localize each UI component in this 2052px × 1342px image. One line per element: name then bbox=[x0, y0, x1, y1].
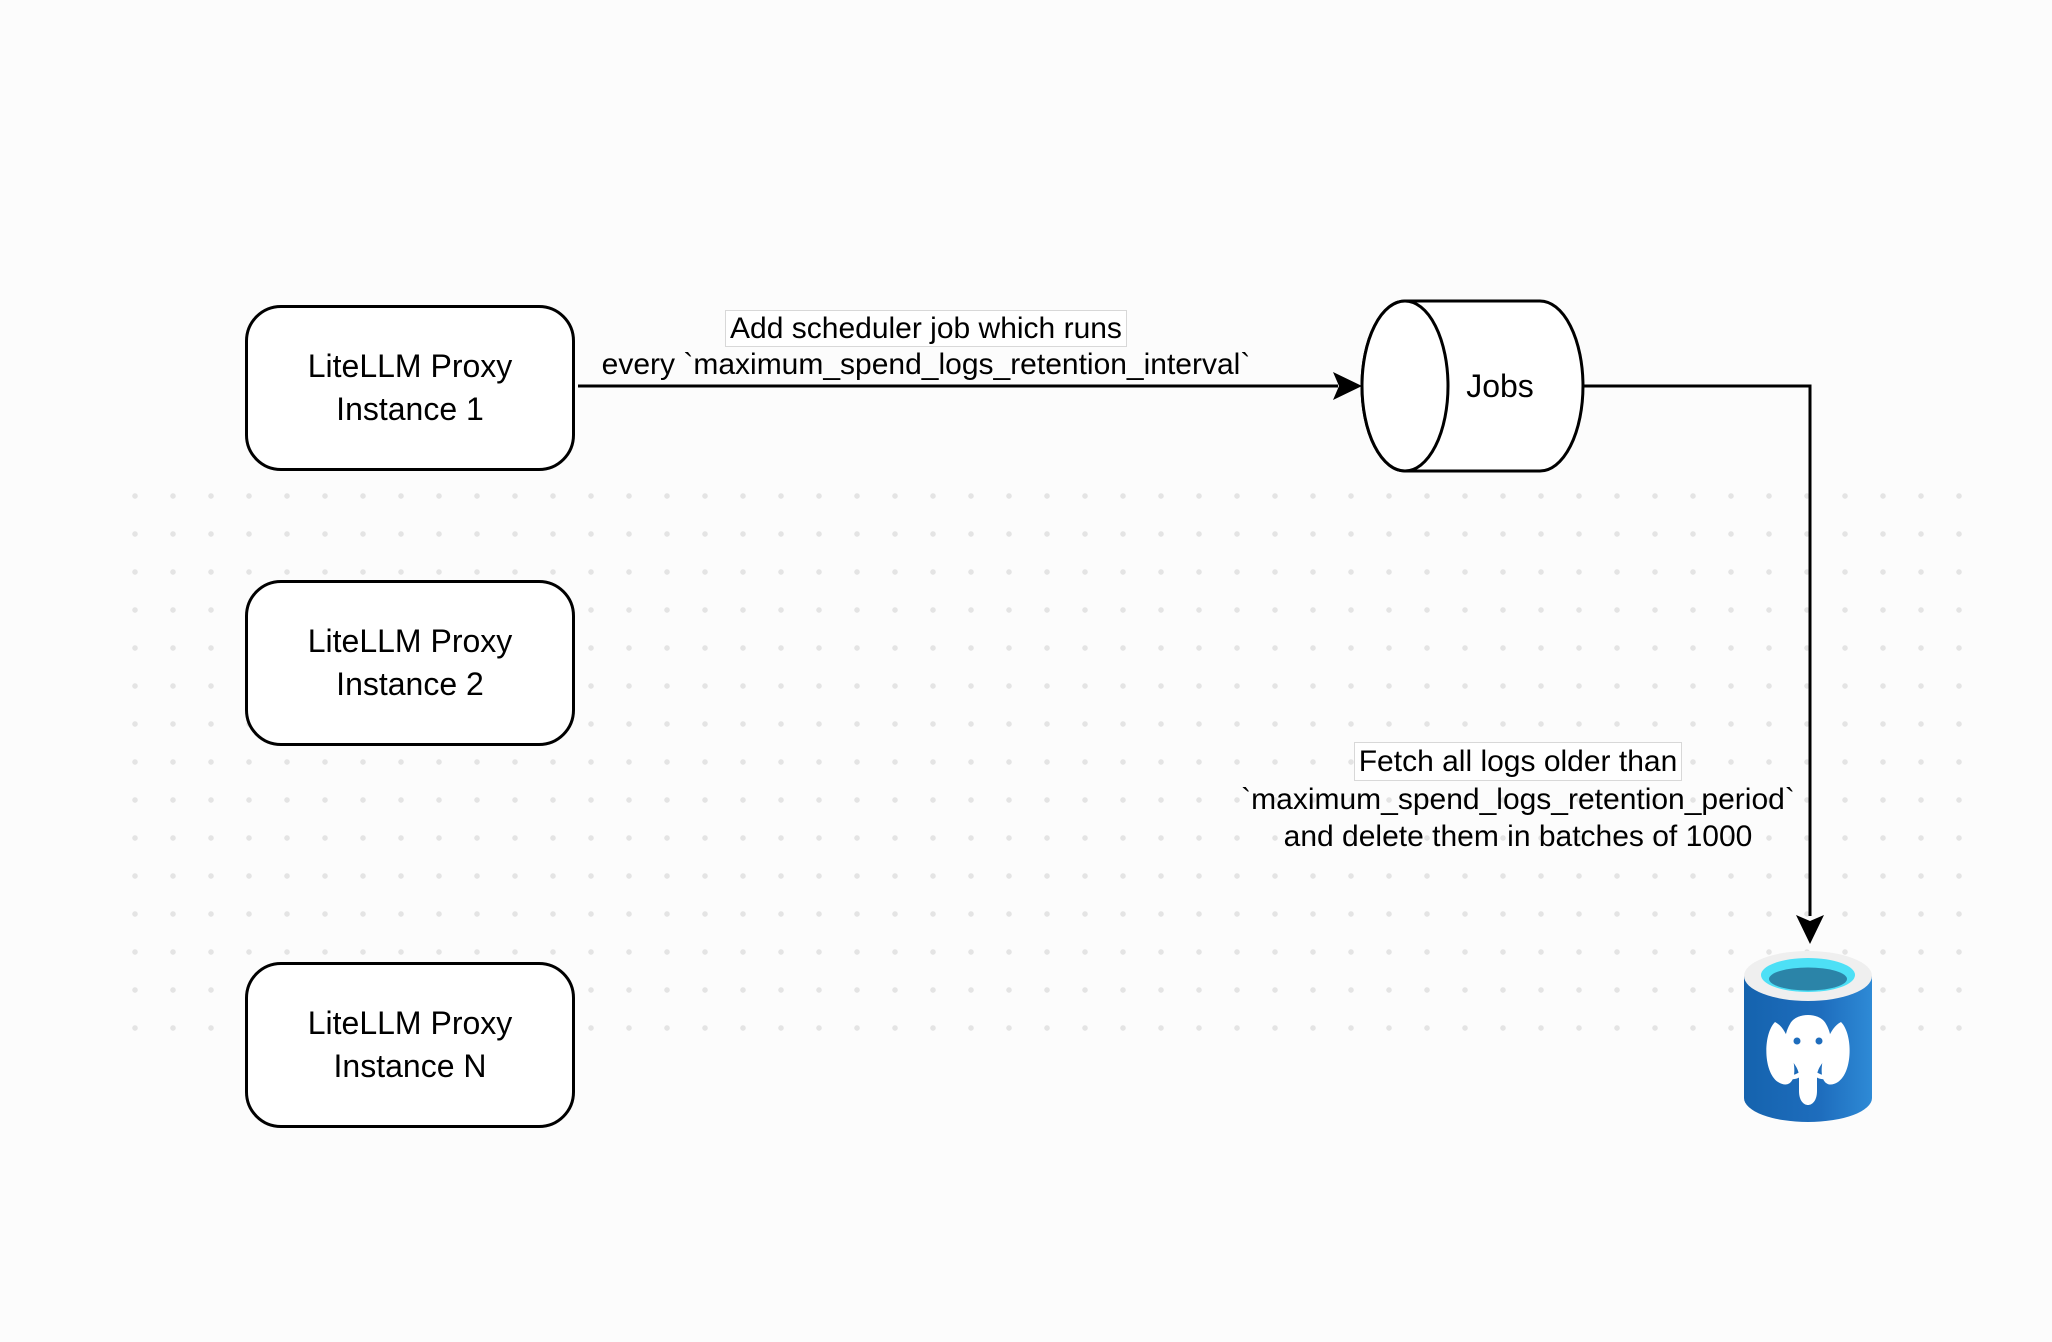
jobs-label: Jobs bbox=[1466, 368, 1534, 404]
node-label: Instance 1 bbox=[336, 391, 484, 427]
edge-cleanup-line bbox=[1583, 384, 1812, 916]
edge-label-line: and delete them in batches of 1000 bbox=[1283, 820, 1753, 853]
postgresql-database-icon bbox=[1744, 951, 1872, 1122]
edge-cleanup-arrowhead bbox=[1796, 915, 1824, 944]
node-label: LiteLLM Proxy bbox=[307, 348, 513, 384]
node-label: LiteLLM Proxy bbox=[307, 623, 513, 659]
edge-label-add-job: Add scheduler job which runs every `maxi… bbox=[586, 310, 1266, 382]
node-label: Instance N bbox=[333, 1048, 487, 1084]
edge-add-job-arrowhead bbox=[1333, 372, 1362, 400]
node-proxy-instance-n: LiteLLM Proxy Instance N bbox=[245, 962, 575, 1128]
edge-label-line: Add scheduler job which runs bbox=[725, 310, 1127, 347]
edge-label-line: every `maximum_spend_logs_retention_inte… bbox=[601, 348, 1251, 381]
edge-label-line: Fetch all logs older than bbox=[1353, 742, 1683, 781]
edge-label-line: `maximum_spend_logs_retention_period` bbox=[1241, 783, 1795, 816]
edge-label-cleanup: Fetch all logs older than `maximum_spend… bbox=[1178, 742, 1858, 855]
node-proxy-instance-2: LiteLLM Proxy Instance 2 bbox=[245, 580, 575, 746]
postgres-elephant bbox=[1766, 1015, 1850, 1105]
node-label: Instance 2 bbox=[336, 666, 484, 702]
node-proxy-instance-1: LiteLLM Proxy Instance 1 bbox=[245, 305, 575, 471]
node-jobs-queue bbox=[1360, 299, 1585, 473]
node-label: LiteLLM Proxy bbox=[307, 1005, 513, 1041]
